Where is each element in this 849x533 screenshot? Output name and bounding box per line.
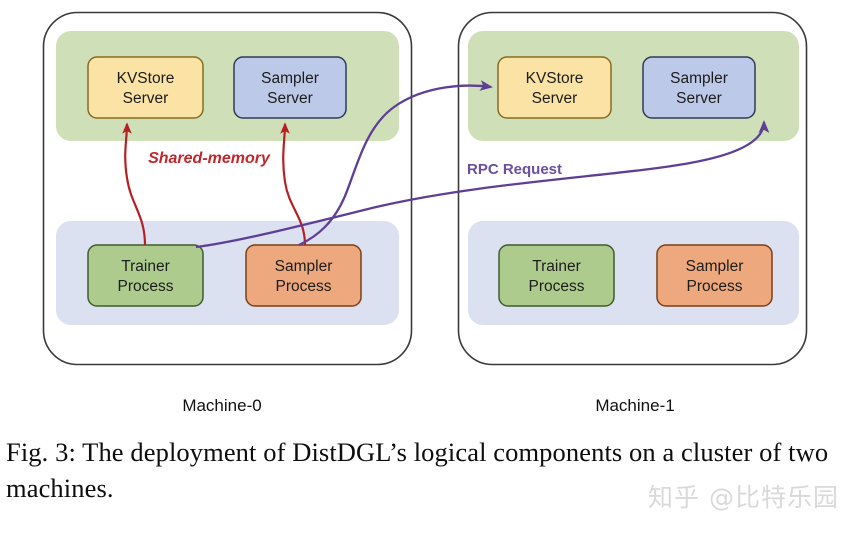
- m1-sampler-process-node[interactable]: Sampler Process: [656, 244, 773, 307]
- m1-trainer-process-node[interactable]: Trainer Process: [498, 244, 615, 307]
- m1-sampler-server-label-line1: Sampler: [670, 70, 728, 87]
- m0-sampler-server-box[interactable]: [233, 56, 347, 119]
- deployment-diagram: KVStore Server Sampler Server Trainer Pr…: [42, 11, 808, 415]
- m0-kvstore-server-box[interactable]: [87, 56, 204, 119]
- m0-sampler-server-label-line1: Sampler: [261, 70, 319, 87]
- machine-0-label: Machine-0: [182, 396, 261, 415]
- m1-sampler-server-box[interactable]: [642, 56, 756, 119]
- m1-kvstore-server-label-line1: KVStore: [526, 70, 584, 87]
- m0-kvstore-server-node[interactable]: KVStore Server: [87, 56, 204, 119]
- shared-memory-edge-label: Shared-memory: [148, 150, 271, 167]
- m0-sampler-server-node[interactable]: Sampler Server: [233, 56, 347, 119]
- machine-0-group: KVStore Server Sampler Server Trainer Pr…: [42, 11, 413, 366]
- m1-kvstore-server-label-line2: Server: [532, 90, 578, 107]
- m0-sampler-process-label-line1: Sampler: [275, 258, 333, 275]
- m0-kvstore-server-label-line1: KVStore: [117, 70, 175, 87]
- m0-sampler-server-label-line2: Server: [267, 90, 313, 107]
- rpc-request-edge-label: RPC Request: [467, 161, 562, 178]
- m1-kvstore-server-node[interactable]: KVStore Server: [497, 56, 612, 119]
- m1-sampler-process-label-line1: Sampler: [686, 258, 744, 275]
- m0-trainer-process-label-line1: Trainer: [121, 258, 170, 275]
- zhihu-watermark: 知乎 @比特乐园: [648, 483, 839, 512]
- figure-caption: Fig. 3: The deployment of DistDGL’s logi…: [6, 437, 829, 503]
- m0-sampler-process-box[interactable]: [245, 244, 362, 307]
- rpc-edges: [195, 80, 770, 249]
- m1-sampler-server-node[interactable]: Sampler Server: [642, 56, 756, 119]
- machine-1-label: Machine-1: [595, 396, 674, 415]
- m1-kvstore-server-box[interactable]: [497, 56, 612, 119]
- m1-trainer-process-label-line2: Process: [529, 278, 585, 295]
- m0-sampler-process-label-line2: Process: [276, 278, 332, 295]
- m1-sampler-server-label-line2: Server: [676, 90, 722, 107]
- m0-kvstore-server-label-line2: Server: [123, 90, 169, 107]
- edge-trainer-to-kvstore-local: [122, 122, 147, 246]
- m1-trainer-process-label-line1: Trainer: [532, 258, 581, 275]
- m1-trainer-process-box[interactable]: [498, 244, 615, 307]
- edge-trainer-process-to-remote-sampler-server: [195, 120, 770, 249]
- machine-1-group: KVStore Server Sampler Server Trainer Pr…: [457, 11, 808, 366]
- m1-sampler-process-box[interactable]: [656, 244, 773, 307]
- edge-sampler-process-to-remote-kvstore: [298, 80, 493, 247]
- m0-trainer-process-box[interactable]: [87, 244, 204, 307]
- m0-trainer-process-node[interactable]: Trainer Process: [87, 244, 204, 307]
- m0-trainer-process-label-line2: Process: [118, 278, 174, 295]
- m0-sampler-process-node[interactable]: Sampler Process: [245, 244, 362, 307]
- m1-sampler-process-label-line2: Process: [687, 278, 743, 295]
